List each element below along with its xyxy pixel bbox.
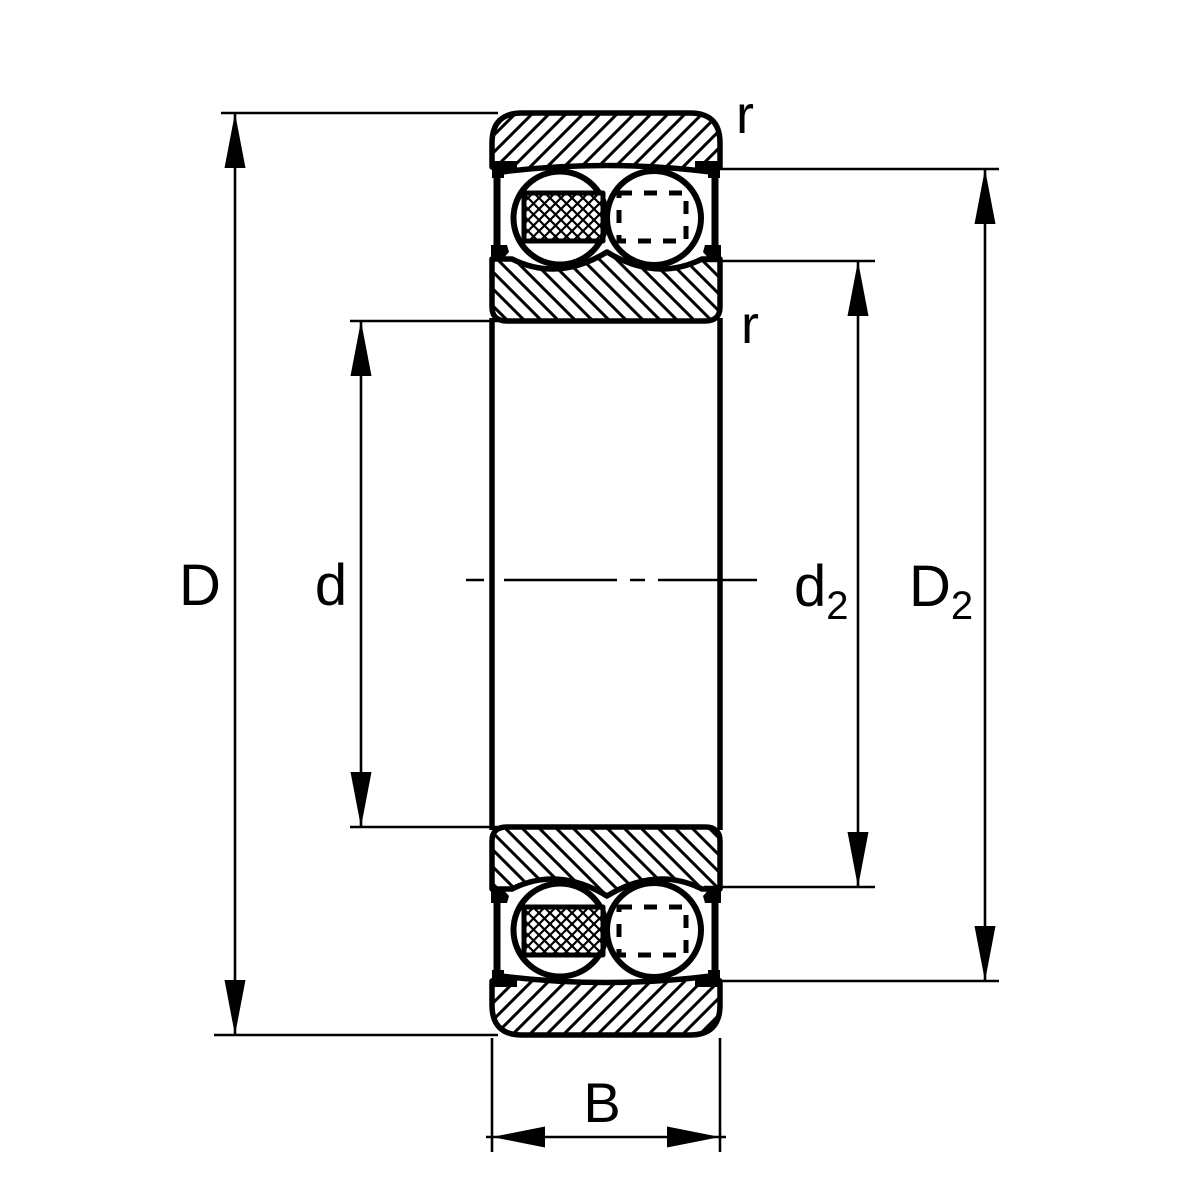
arrowhead-down [350, 772, 372, 827]
dimension-D: D [179, 111, 498, 1037]
label-r-inner: r [741, 295, 759, 355]
arrowhead-up [350, 321, 372, 376]
cage-section [521, 904, 606, 958]
arrowhead-left [492, 1126, 545, 1148]
arrowhead-up [974, 169, 996, 224]
seal-right [695, 887, 721, 987]
label-d: d [315, 553, 347, 618]
cage-section [521, 190, 606, 244]
arrowhead-down [224, 980, 246, 1035]
arrowhead-right [667, 1126, 720, 1148]
label-d2: d2 [794, 554, 849, 628]
seal-right [695, 161, 721, 261]
seal-left [491, 887, 517, 987]
cage-hidden-outline [616, 904, 689, 958]
dimension-B: B [486, 1038, 726, 1152]
label-D: D [179, 553, 221, 618]
label-B: B [583, 1071, 620, 1134]
label-D2: D2 [909, 554, 973, 628]
seal-left [491, 161, 517, 261]
arrowhead-down [974, 926, 996, 981]
bearing-bottom-section [489, 824, 723, 1038]
bearing-top-section [489, 110, 723, 324]
label-r-outer: r [736, 85, 754, 145]
inner-ring-section [489, 249, 723, 324]
inner-ring-section [489, 824, 723, 899]
cage-hidden-outline [616, 190, 689, 244]
dimension-d: d [315, 319, 498, 829]
dimensions: D d d2 D2 [179, 85, 999, 1152]
arrowhead-up [847, 261, 869, 316]
outer-ring-section [489, 110, 723, 175]
outer-ring-section [489, 973, 723, 1038]
bearing-cross-section [466, 110, 757, 1038]
dimension-D2: D2 [707, 167, 999, 983]
arrowhead-up [224, 113, 246, 168]
arrowhead-down [847, 832, 869, 887]
dimension-d2: d2 [704, 259, 875, 889]
